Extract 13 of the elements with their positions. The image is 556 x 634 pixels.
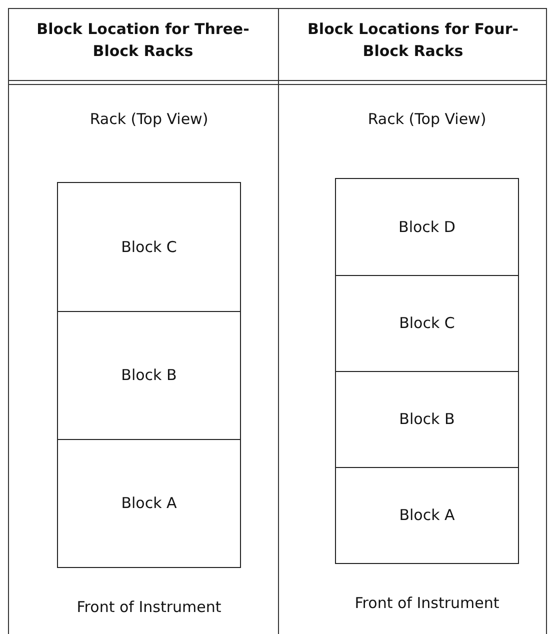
column-header: Block Location for Three-Block Racks [36,19,250,62]
block-section: Block B [58,310,240,439]
block-section: Block A [58,438,240,566]
block-section: Block C [58,183,240,311]
block-section: Block D [336,179,518,275]
block-section: Block B [336,370,518,467]
rack-front-label: Front of Instrument [354,594,500,612]
block-section: Block C [336,274,518,371]
rack-front-label: Front of Instrument [76,598,222,616]
block-section: Block A [336,466,518,562]
column-header: Block Locations for Four-Block Racks [306,19,520,62]
rack-caption: Rack (Top View) [368,110,486,128]
rack-caption: Rack (Top View) [90,110,208,128]
